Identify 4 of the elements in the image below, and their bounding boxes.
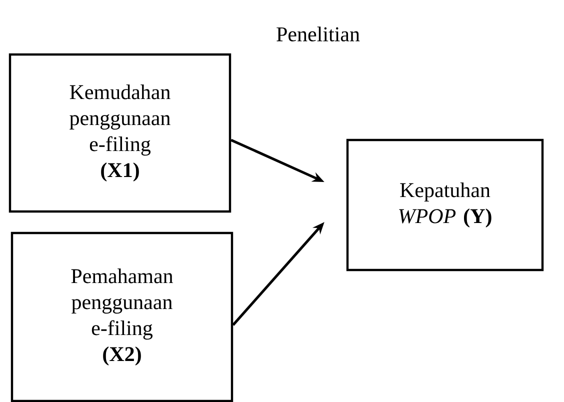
text-box: Kepatuhan WPOP (Y) <box>346 138 544 272</box>
text-box: Pemahaman penggunaan e-filing (X2) <box>10 232 234 402</box>
text-box: Kemudahan penggunaan e-filing (X1) <box>8 53 232 213</box>
title: Penelitian <box>276 26 360 42</box>
